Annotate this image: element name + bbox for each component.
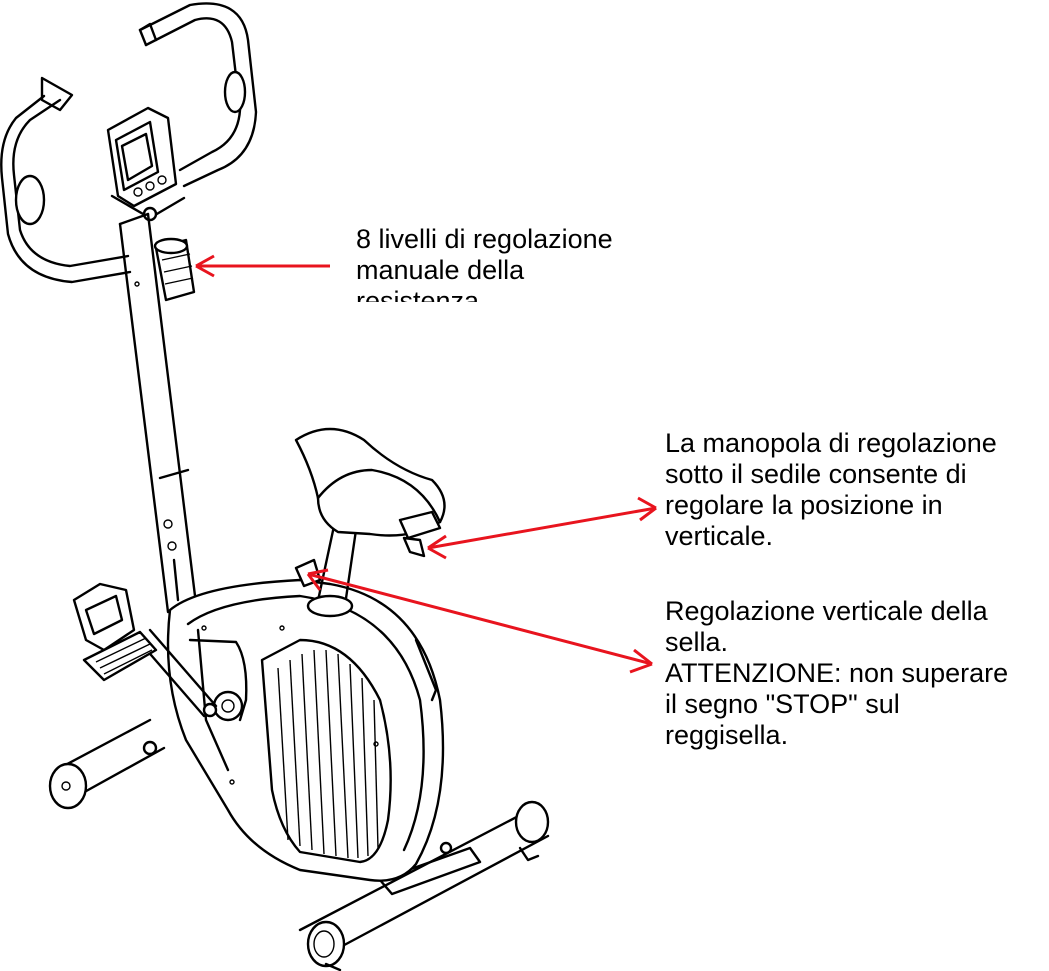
saddle-knob-arrow [427,496,657,560]
resistance-knob [153,237,196,302]
ventilation-slats [277,649,379,859]
seat-height-arrow [306,568,653,674]
handlebar [0,2,258,284]
saddle-knob-label: La manopola di regolazione sotto il sedi… [665,428,997,551]
resistance-levels-label: 8 livelli di regolazione manuale della r… [356,224,613,302]
frame-base [48,718,550,971]
flywheel-housing [166,578,445,882]
console [106,106,186,222]
callout-arrows [195,254,657,674]
resistance-arrow [195,254,330,278]
steering-post [118,212,198,614]
crank-and-pedal [72,582,244,722]
saddle-height-label: Regolazione verticale della sella. ATTEN… [665,596,1009,750]
